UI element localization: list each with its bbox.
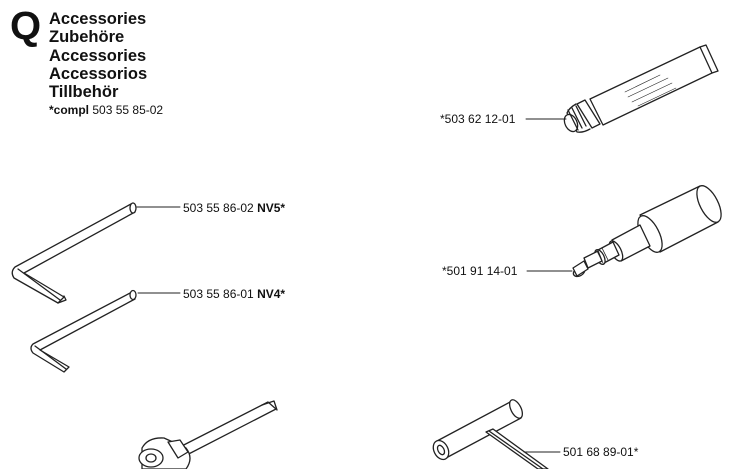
part-number-grease-gun: *501 91 14-01 xyxy=(442,264,518,278)
part-number-t-wrench: 501 68 89-01* xyxy=(563,445,639,459)
title-fr: Accessories xyxy=(49,46,147,65)
compl-number: 503 55 85-02 xyxy=(92,103,164,117)
grease-gun-drawing xyxy=(572,185,722,278)
hex-key-small-drawing xyxy=(30,289,137,373)
t-wrench-drawing xyxy=(432,399,549,469)
title-en: Accessories xyxy=(49,10,147,28)
title-block: Accessories Zubehöre Accessories Accesso… xyxy=(49,10,147,101)
part-code-key-large: NV5* xyxy=(257,201,286,215)
part-label-grease-gun: *501 91 14-01 xyxy=(442,264,517,278)
title-es: Accessorios xyxy=(49,64,148,83)
part-number-tube: *503 62 12-01 xyxy=(440,112,516,126)
complete-set-number: *compl 503 55 85-02 xyxy=(49,103,163,117)
part-number-key-large: 503 55 86-02 xyxy=(183,201,254,215)
section-letter: Q xyxy=(10,4,42,48)
lubricant-tube-drawing xyxy=(563,44,719,133)
compl-prefix: *compl xyxy=(49,103,90,117)
part-code-key-small: NV4* xyxy=(257,287,286,301)
part-label-key-small: 503 55 86-01 NV4* xyxy=(183,287,285,301)
part-number-key-small: 503 55 86-01 xyxy=(183,287,254,301)
part-label-t-wrench: 501 68 89-01* xyxy=(563,445,638,459)
part-label-key-large: 503 55 86-02 NV5* xyxy=(183,201,285,215)
title-sv: Tillbehör xyxy=(49,83,119,102)
hex-key-large-drawing xyxy=(11,202,137,304)
part-label-tube: *503 62 12-01 xyxy=(440,112,515,126)
title-de: Zubehöre xyxy=(49,28,125,47)
combination-wrench-drawing xyxy=(138,400,278,469)
